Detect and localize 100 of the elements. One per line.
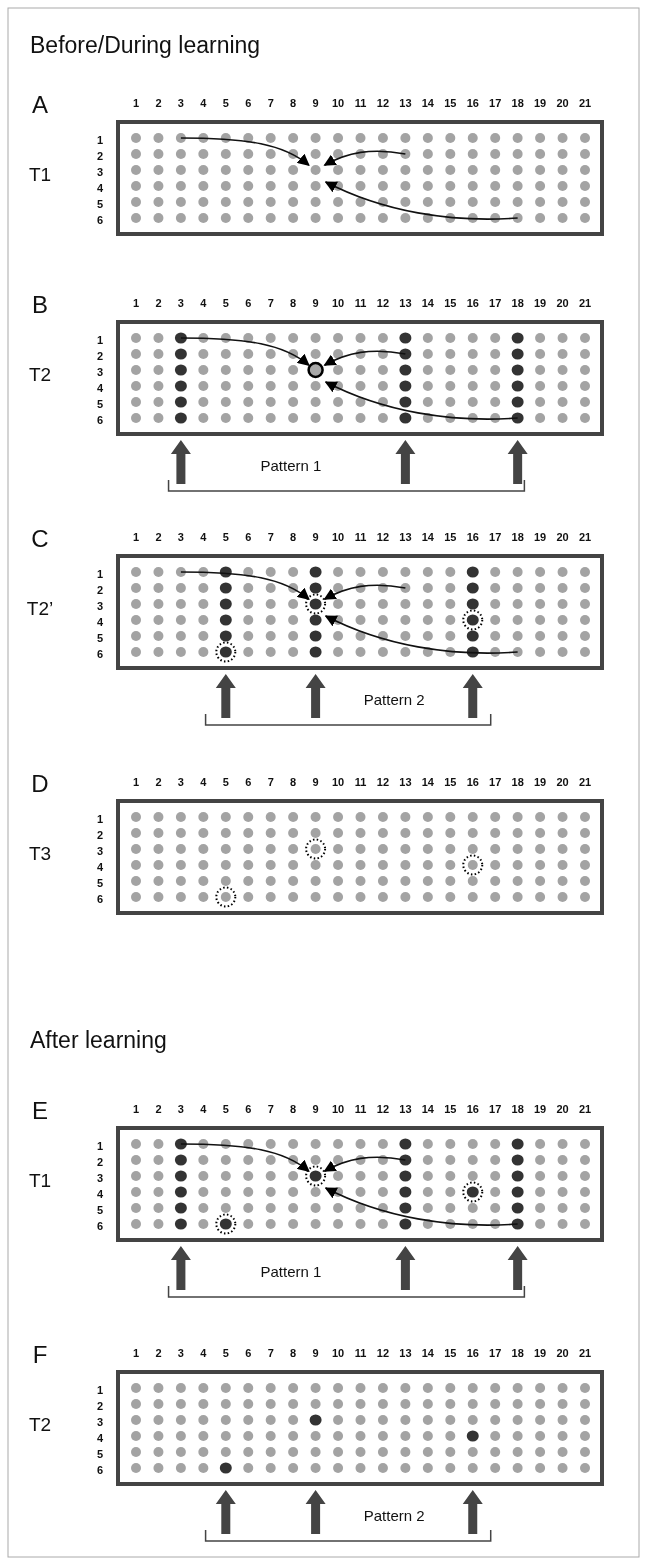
column-number: 13 [399, 776, 412, 788]
row-number: 3 [96, 600, 104, 612]
column-number: 9 [312, 1103, 319, 1115]
column-number: 15 [444, 531, 457, 543]
column-number: 21 [578, 297, 592, 309]
pattern-label: Pattern 1 [260, 1263, 322, 1279]
column-number: 11 [354, 531, 367, 543]
column-number: 14 [421, 531, 434, 543]
column-number: 10 [331, 776, 345, 788]
time-label: T1 [28, 1170, 52, 1190]
column-number: 19 [533, 776, 547, 788]
column-number: 6 [245, 1103, 252, 1115]
column-number: 20 [556, 776, 569, 788]
column-number: 2 [155, 97, 162, 109]
column-number: 18 [511, 297, 524, 309]
row-number: 6 [96, 648, 104, 660]
column-number: 5 [222, 297, 229, 309]
column-number: 3 [177, 1103, 184, 1115]
row-number: 5 [96, 877, 104, 889]
column-number: 3 [177, 97, 184, 109]
row-number: 2 [96, 150, 104, 162]
row-number: 5 [96, 398, 104, 410]
time-label: T2’ [26, 598, 54, 618]
column-number: 9 [312, 1347, 319, 1359]
row-number: 1 [96, 134, 104, 146]
row-number: 4 [96, 616, 104, 628]
row-number: 6 [96, 1220, 104, 1232]
column-number: 21 [578, 531, 592, 543]
column-number: 1 [132, 776, 140, 788]
pattern-label: Pattern 1 [260, 457, 322, 473]
column-number: 18 [511, 531, 524, 543]
column-number: 12 [376, 297, 390, 309]
column-number: 9 [312, 776, 319, 788]
column-number: 17 [489, 776, 502, 788]
column-number: 1 [132, 531, 140, 543]
column-number: 15 [444, 1103, 457, 1115]
column-number: 19 [533, 1103, 547, 1115]
column-number: 10 [331, 531, 345, 543]
column-number: 13 [399, 97, 412, 109]
column-number: 7 [267, 97, 274, 109]
column-number: 8 [290, 776, 297, 788]
row-number: 5 [96, 1448, 104, 1460]
column-number: 8 [290, 1347, 297, 1359]
column-number: 2 [155, 297, 162, 309]
panel-letter: B [32, 293, 48, 317]
row-number: 6 [96, 214, 104, 226]
column-number: 20 [556, 1347, 569, 1359]
row-number: 6 [96, 893, 104, 905]
column-number: 20 [556, 1103, 569, 1115]
row-number: 2 [96, 829, 104, 841]
column-number: 2 [155, 1103, 162, 1115]
column-number: 19 [533, 531, 547, 543]
row-number: 4 [96, 382, 104, 394]
column-number: 12 [376, 1347, 390, 1359]
panel-letter: D [31, 772, 49, 796]
row-number: 5 [96, 1204, 104, 1216]
column-number: 4 [200, 776, 207, 788]
time-label: T2 [28, 364, 52, 384]
column-number: 12 [376, 531, 390, 543]
column-number: 19 [533, 1347, 547, 1359]
column-number: 6 [245, 776, 252, 788]
column-number: 2 [155, 776, 162, 788]
row-number: 3 [96, 1172, 104, 1184]
column-number: 17 [489, 1103, 502, 1115]
column-number: 7 [267, 297, 274, 309]
row-number: 1 [96, 813, 104, 825]
column-number: 7 [267, 1347, 274, 1359]
column-number: 14 [421, 297, 434, 309]
column-number: 16 [466, 531, 479, 543]
column-number: 18 [511, 1103, 524, 1115]
column-number: 8 [290, 531, 297, 543]
column-number: 6 [245, 297, 252, 309]
column-number: 16 [466, 1103, 479, 1115]
column-number: 16 [466, 97, 479, 109]
time-label: T1 [28, 164, 52, 184]
column-number: 6 [245, 531, 252, 543]
column-number: 7 [267, 1103, 274, 1115]
column-number: 15 [444, 776, 457, 788]
column-number: 19 [533, 297, 547, 309]
column-number: 14 [421, 1347, 434, 1359]
column-number: 13 [399, 1347, 412, 1359]
column-number: 4 [200, 1103, 207, 1115]
column-number: 8 [290, 297, 297, 309]
column-number: 16 [466, 297, 479, 309]
row-number: 4 [96, 182, 104, 194]
column-number: 1 [132, 297, 140, 309]
column-number: 8 [290, 97, 297, 109]
column-number: 21 [578, 97, 592, 109]
column-number: 13 [399, 531, 412, 543]
column-number: 17 [489, 297, 502, 309]
row-number: 1 [96, 1140, 104, 1152]
column-number: 11 [354, 776, 367, 788]
column-number: 5 [222, 1347, 229, 1359]
column-number: 20 [556, 297, 569, 309]
row-number: 3 [96, 166, 104, 178]
column-number: 18 [511, 776, 524, 788]
column-number: 1 [132, 1103, 140, 1115]
column-number: 12 [376, 776, 390, 788]
row-number: 5 [96, 198, 104, 210]
column-number: 13 [399, 1103, 412, 1115]
